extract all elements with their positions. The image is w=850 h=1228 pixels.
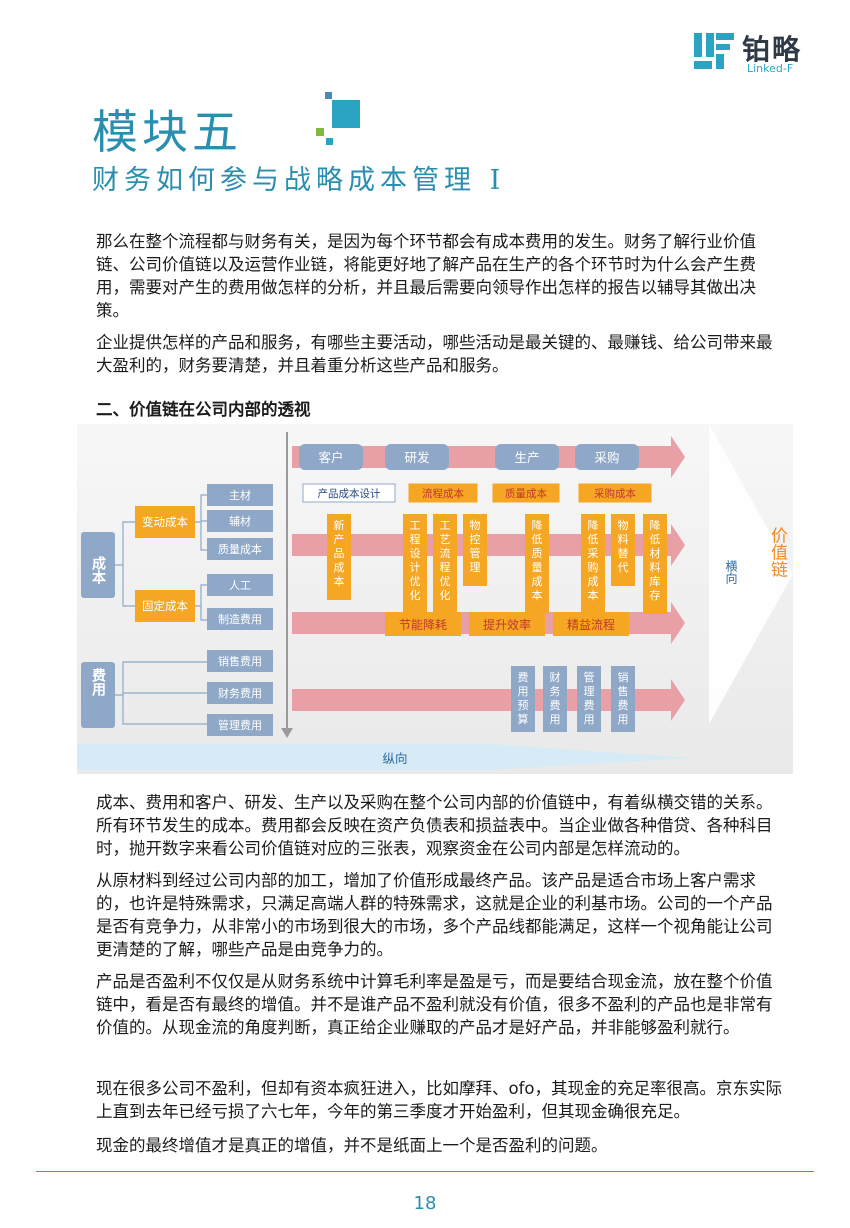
stage-box [495,444,559,470]
module-title: 模块五 [92,105,242,159]
vertical-item-box [463,514,487,586]
expense-item-box [207,714,273,736]
vertical-item-box [611,514,635,586]
vertical-item: 物控管理 [470,518,481,574]
paragraph: 企业提供怎样的产品和服务，有哪些主要活动，哪些活动是最关键的、最赚钱、给公司带来… [96,333,773,375]
stage-label: 客户 [318,450,343,465]
cost-item-box [207,574,273,596]
stage-box [299,444,363,470]
stage-label: 研发 [404,450,430,465]
vertical-item: 工程设计优化 [410,519,421,602]
sub-stage-box [408,483,478,503]
page-number: 18 [413,1193,437,1214]
vertical-item-box [403,514,427,614]
horizontal-label: 横向 [724,560,738,584]
sub-stage-box [302,483,396,503]
cost-item-box [207,510,273,532]
expense-label-box [81,662,115,728]
expense-item: 销售费用 [218,654,262,668]
improvement-label: 节能降耗 [399,618,447,632]
sub-stage-label: 产品成本设计 [318,487,381,500]
cost-item: 质量成本 [218,542,262,556]
expense-vertical-box [511,666,535,732]
vertical-label: 纵向 [382,751,407,766]
cost-item-box [207,484,273,506]
stage-box [385,444,449,470]
expense-item-box [207,682,273,704]
value-chain-label: 价值链 [767,527,788,578]
sub-stage-label: 采购成本 [594,487,636,500]
vertical-item-box [327,514,351,600]
paragraph: 现金的最终增值才是真正的增值，并不是纸面上一个是否盈利的问题。 [96,1136,608,1155]
improvement-label: 精益流程 [567,617,615,632]
variable-cost: 变动成本 [142,515,188,529]
vertical-item-box [643,514,667,614]
brand-name: 铂略 [742,33,803,66]
sub-stage-label: 质量成本 [505,487,547,500]
brand-name-en: Linked-F [747,62,794,75]
expense-item: 管理费用 [218,718,262,732]
vertical-item: 新产品成本 [334,518,345,588]
expense-vertical-item: 销售费用 [618,670,629,726]
vertical-item: 工艺流程优化 [440,519,451,602]
vertical-item-box [433,514,457,614]
expense-vertical-box [611,666,635,732]
expense-vertical-item: 财务费用 [550,670,561,726]
brand-logo-icon [694,33,734,69]
module-subtitle: 财务如何参与战略成本管理 I [92,165,506,196]
stage-box [575,444,639,470]
cost-item: 主材 [229,488,251,502]
fixed-cost: 固定成本 [142,599,188,613]
cost-label: 成本 [90,555,106,585]
expense-item-box [207,650,273,672]
expense-item: 财务费用 [218,686,262,700]
improvement-label: 提升效率 [483,617,531,632]
vertical-item: 降低质量成本 [532,518,543,602]
paragraph: 产品是否盈利不仅仅是从财务系统中计算毛利率是盈是亏，而是要结合现金流，放在整个价… [96,972,773,1037]
footer-divider [36,1171,814,1172]
vertical-item: 降低材料库存 [650,518,661,602]
expense-vertical-box [577,666,601,732]
cost-item: 辅材 [229,514,251,528]
decorative-squares-icon [316,92,360,145]
vertical-item: 降低采购成本 [588,518,599,602]
cost-item: 制造费用 [218,612,262,626]
cost-label-box [81,532,115,598]
section-heading: 二、价值链在公司内部的透视 [96,400,311,419]
paragraph: 从原材料到经过公司内部的加工，增加了价值形成最终产品。该产品是适合市场上客户需求… [96,871,773,959]
stage-label: 采购 [594,450,619,465]
sub-stage-label: 流程成本 [422,487,464,500]
expense-vertical-box [543,666,567,732]
vertical-item-box [581,514,605,614]
cost-item-box [207,538,273,560]
cost-item-box [207,608,273,630]
stage-label: 生产 [514,450,539,465]
expense-vertical-item: 费用预算 [518,671,529,726]
sub-stage-box [492,483,560,503]
vertical-item-box [525,514,549,614]
paragraph: 成本、费用和客户、研发、生产以及采购在整个公司内部的价值链中，有着纵横交错的关系… [96,793,773,858]
expense-vertical-item: 管理费用 [584,670,595,726]
vertical-item: 物料替代 [618,518,629,574]
improvement-box [553,612,629,636]
sub-stage-box [578,483,652,503]
improvement-box [469,612,545,636]
improvement-box [385,612,461,636]
paragraph: 现在很多公司不盈利，但却有资本疯狂进入，比如摩拜、ofo，其现金的充足率很高。京… [96,1079,782,1121]
cost-item: 人工 [229,579,251,592]
expense-label: 费用 [90,667,106,697]
paragraph: 那么在整个流程都与财务有关，是因为每个环节都会有成本费用的发生。财务了解行业价值… [96,232,756,320]
